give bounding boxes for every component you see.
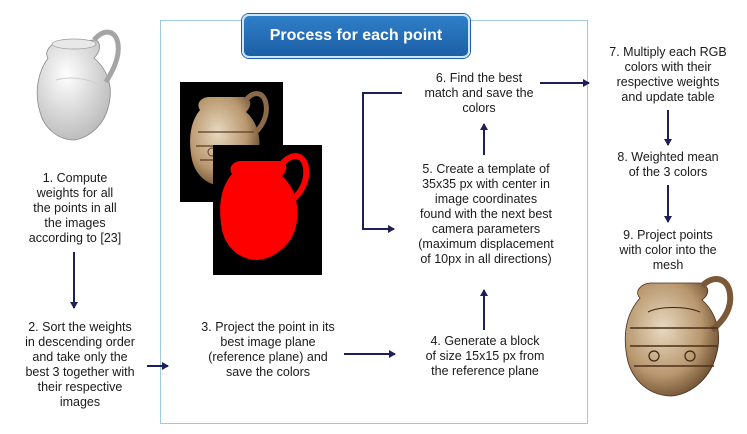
colored-mesh-jug — [624, 276, 734, 397]
arrow-6-loop-to-5 — [362, 92, 402, 233]
red-mask-photo — [213, 145, 322, 275]
gray-jug-model — [36, 29, 121, 141]
process-title: Process for each point — [242, 14, 470, 58]
